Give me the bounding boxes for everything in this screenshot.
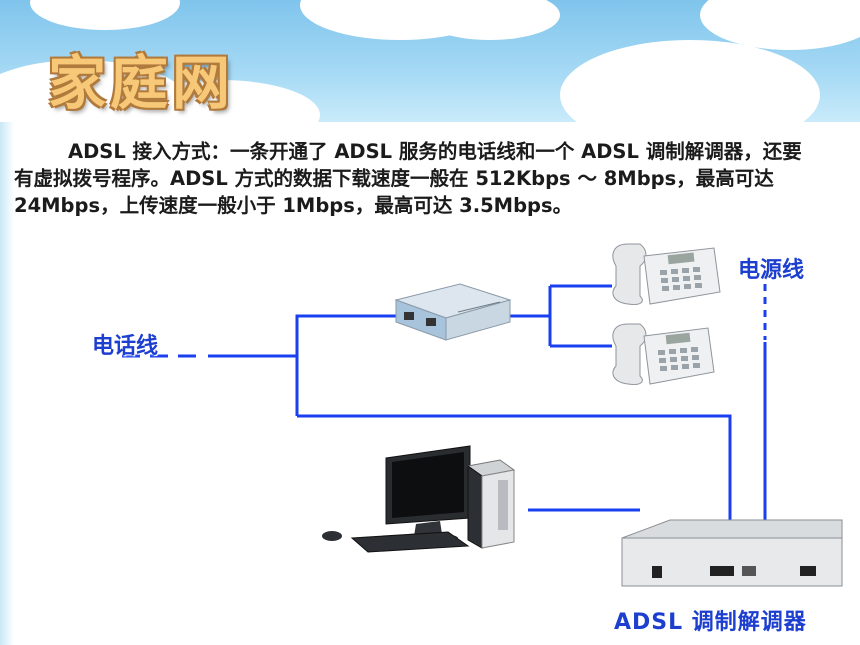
adsl-modem-device — [621, 519, 843, 587]
telephone-1 — [612, 243, 721, 305]
splitter-device — [394, 283, 512, 341]
cloud — [120, 80, 320, 130]
cloud — [560, 40, 820, 130]
cloud — [420, 0, 560, 40]
sky-background — [0, 0, 860, 130]
adsl-modem-label: ADSL 调制解调器 — [614, 610, 807, 635]
telephone-2 — [612, 323, 715, 385]
keyboard-and-mouse — [322, 531, 470, 553]
slide-title: 家庭网 — [48, 49, 235, 117]
power-line-label: 电源线 — [738, 258, 805, 283]
left-decoration — [0, 122, 14, 645]
splitter-feed-line — [295, 314, 398, 416]
modem-phone-line — [297, 414, 732, 520]
computer-monitor — [385, 445, 471, 543]
computer-tower — [466, 459, 516, 549]
phone-line-label: 电话线 — [92, 334, 159, 359]
description-text: ADSL 接入方式：一条开通了 ADSL 服务的电话线和一个 ADSL 调制解调… — [14, 140, 802, 217]
connection-lines — [122, 284, 767, 520]
